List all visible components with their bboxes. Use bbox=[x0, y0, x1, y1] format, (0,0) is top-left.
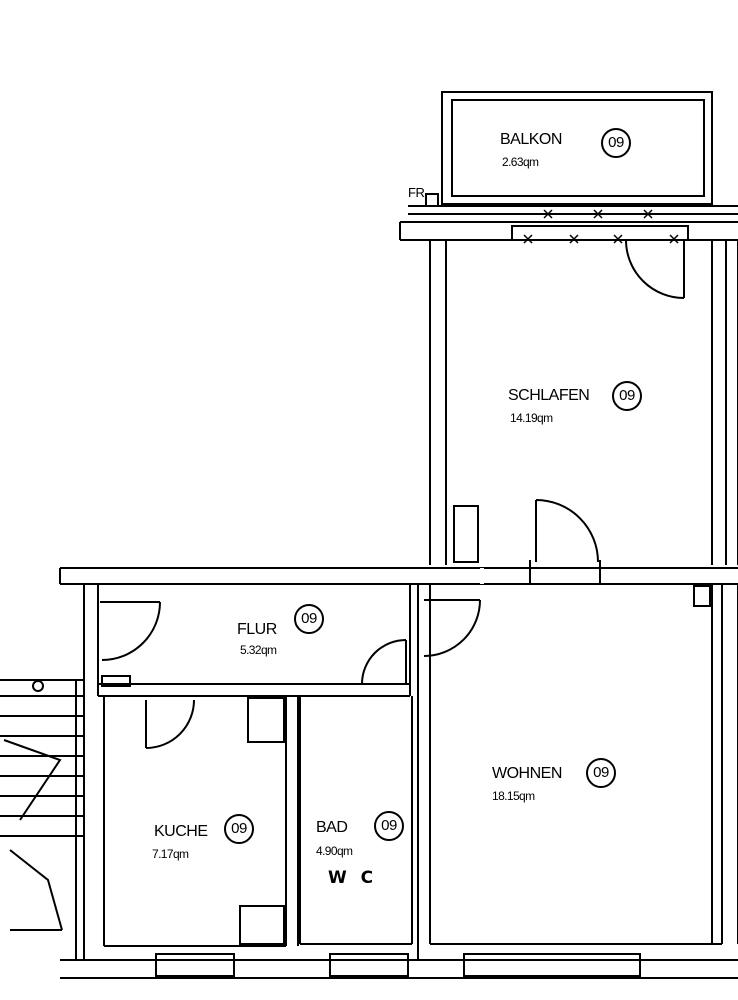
room-area-balkon: 2.63qm bbox=[502, 155, 539, 169]
balcony-door-marks bbox=[523, 209, 679, 244]
living-room-door bbox=[423, 599, 481, 657]
hallway-walls bbox=[83, 584, 411, 697]
bedroom-walls bbox=[453, 240, 738, 565]
room-note-bad: W C bbox=[328, 868, 378, 888]
room-area-flur: 5.32qm bbox=[240, 643, 277, 657]
bedroom-entry-door bbox=[535, 499, 599, 563]
living-room-walls bbox=[417, 584, 738, 960]
room-label-bad: BAD bbox=[316, 819, 348, 836]
room-label-schlafen: SCHLAFEN bbox=[508, 387, 590, 404]
room-area-schlafen: 14.19qm bbox=[510, 411, 553, 425]
entry-door bbox=[100, 601, 161, 661]
bath-door bbox=[361, 639, 407, 685]
room-label-wohnen: WOHNEN bbox=[492, 765, 562, 782]
bedroom-door-swing bbox=[625, 239, 685, 299]
exterior-wall-top bbox=[399, 221, 738, 565]
balcony bbox=[408, 91, 738, 215]
room-label-balkon: BALKON bbox=[500, 131, 562, 148]
room-label-kueche: KUCHE bbox=[154, 823, 208, 840]
unit-badge-balkon: 09 bbox=[601, 128, 631, 158]
stairwell bbox=[0, 679, 85, 960]
unit-badge-wohnen: 09 bbox=[586, 758, 616, 788]
unit-badge-kueche: 09 bbox=[224, 814, 254, 844]
room-area-wohnen: 18.15qm bbox=[492, 789, 535, 803]
kitchen-walls bbox=[103, 696, 299, 947]
middle-wall bbox=[59, 560, 738, 585]
bath-walls bbox=[299, 696, 413, 945]
kitchen-door bbox=[145, 699, 195, 749]
room-area-kueche: 7.17qm bbox=[152, 847, 189, 861]
unit-badge-schlafen: 09 bbox=[612, 381, 642, 411]
fr-label: FR bbox=[408, 185, 425, 200]
unit-badge-bad: 09 bbox=[374, 811, 404, 841]
unit-badge-flur: 09 bbox=[294, 604, 324, 634]
room-area-bad: 4.90qm bbox=[316, 844, 353, 858]
exterior-wall-bottom bbox=[60, 953, 738, 979]
room-label-flur: FLUR bbox=[237, 621, 277, 638]
